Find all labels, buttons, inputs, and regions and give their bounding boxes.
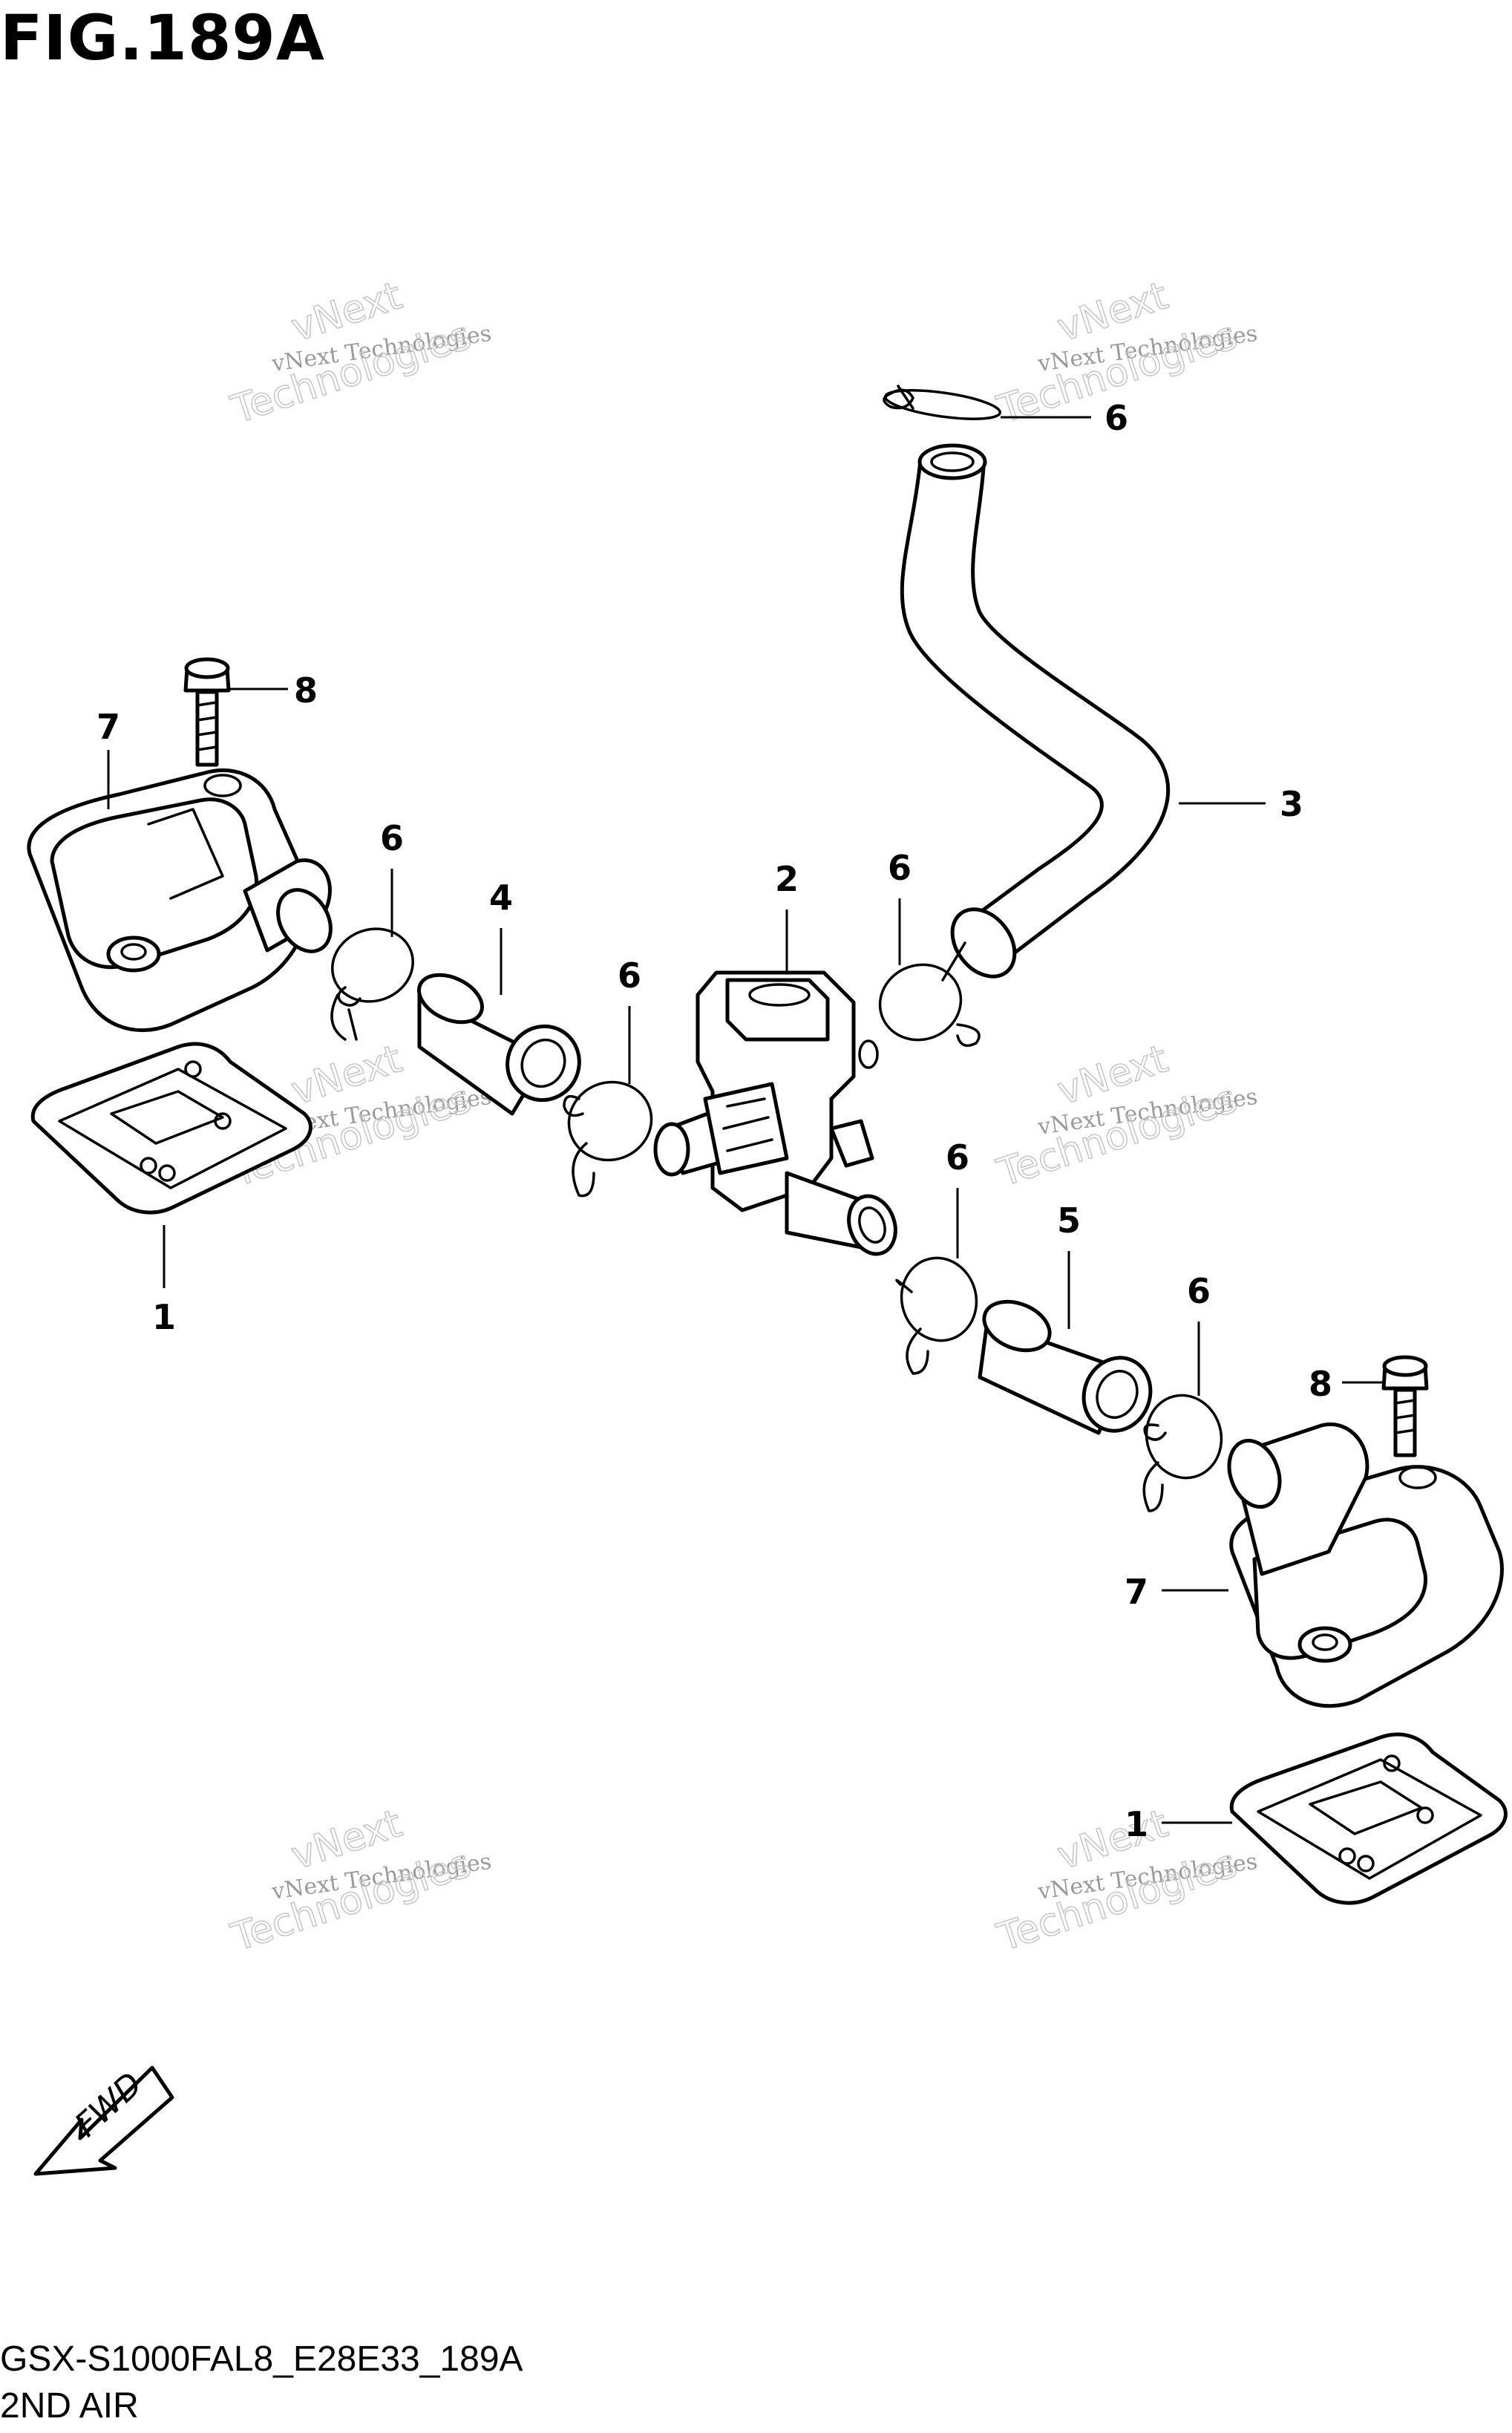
forward-direction-arrow: FWD (33, 2065, 174, 2176)
cover-part-7-left (27, 768, 333, 1033)
bolt-part-8-right (1381, 1355, 1429, 1457)
watermark-mid-right: vNext Technologies vNext Technologies (992, 1036, 1260, 1197)
callout-part-1: 1 (1125, 1804, 1148, 1844)
diagram-name: 2ND AIR (0, 2386, 139, 2426)
hose-part-3 (900, 443, 1171, 979)
callout-part-3: 3 (1280, 784, 1303, 824)
hose-part-4 (417, 973, 581, 1116)
reed-valve-part-1-right (1229, 1732, 1508, 1905)
callout-part-8: 8 (294, 670, 318, 711)
callout-part-6: 6 (618, 956, 641, 996)
clamp-part-6-b (563, 1080, 653, 1198)
reed-valve-part-1-left (30, 1042, 312, 1215)
callout-part-5: 5 (1057, 1201, 1081, 1241)
diagram-code: GSX-S1000FAL8_E28E33_189A (0, 2339, 523, 2379)
clamp-part-6-a (330, 927, 414, 1041)
air-valve-part-2 (653, 970, 897, 1256)
callout-part-7: 7 (1125, 1572, 1148, 1612)
callout-part-4: 4 (489, 878, 513, 918)
callout-part-6: 6 (1104, 398, 1128, 438)
leader-lines (107, 416, 1385, 1824)
callout-numbers: 6 8 7 3 6 4 2 6 6 1 6 5 6 8 7 1 (96, 398, 1332, 1844)
callout-part-6: 6 (946, 1137, 969, 1178)
figure-title: FIG.189A (0, 1, 325, 74)
clamp-part-6-c (878, 941, 981, 1048)
clamp-part-6-e (1142, 1394, 1223, 1512)
bolt-part-8-left (183, 657, 231, 767)
callout-part-8: 8 (1309, 1364, 1332, 1404)
clamp-part-6-d (895, 1256, 978, 1375)
cover-part-7-right (1227, 1423, 1504, 1708)
watermark-top-left: vNext Technologies vNext Technologies (226, 273, 494, 434)
callout-part-2: 2 (775, 859, 799, 899)
watermark-bottom-left: vNext Technologies vNext Technologies (226, 1801, 494, 1962)
callout-part-6: 6 (1187, 1271, 1211, 1311)
callout-part-6: 6 (380, 818, 404, 858)
callout-part-6: 6 (888, 848, 912, 888)
clamp-part-6-top (883, 385, 1002, 420)
callout-part-7: 7 (96, 707, 120, 747)
callout-part-1: 1 (152, 1297, 176, 1337)
hose-part-5 (978, 1299, 1153, 1435)
